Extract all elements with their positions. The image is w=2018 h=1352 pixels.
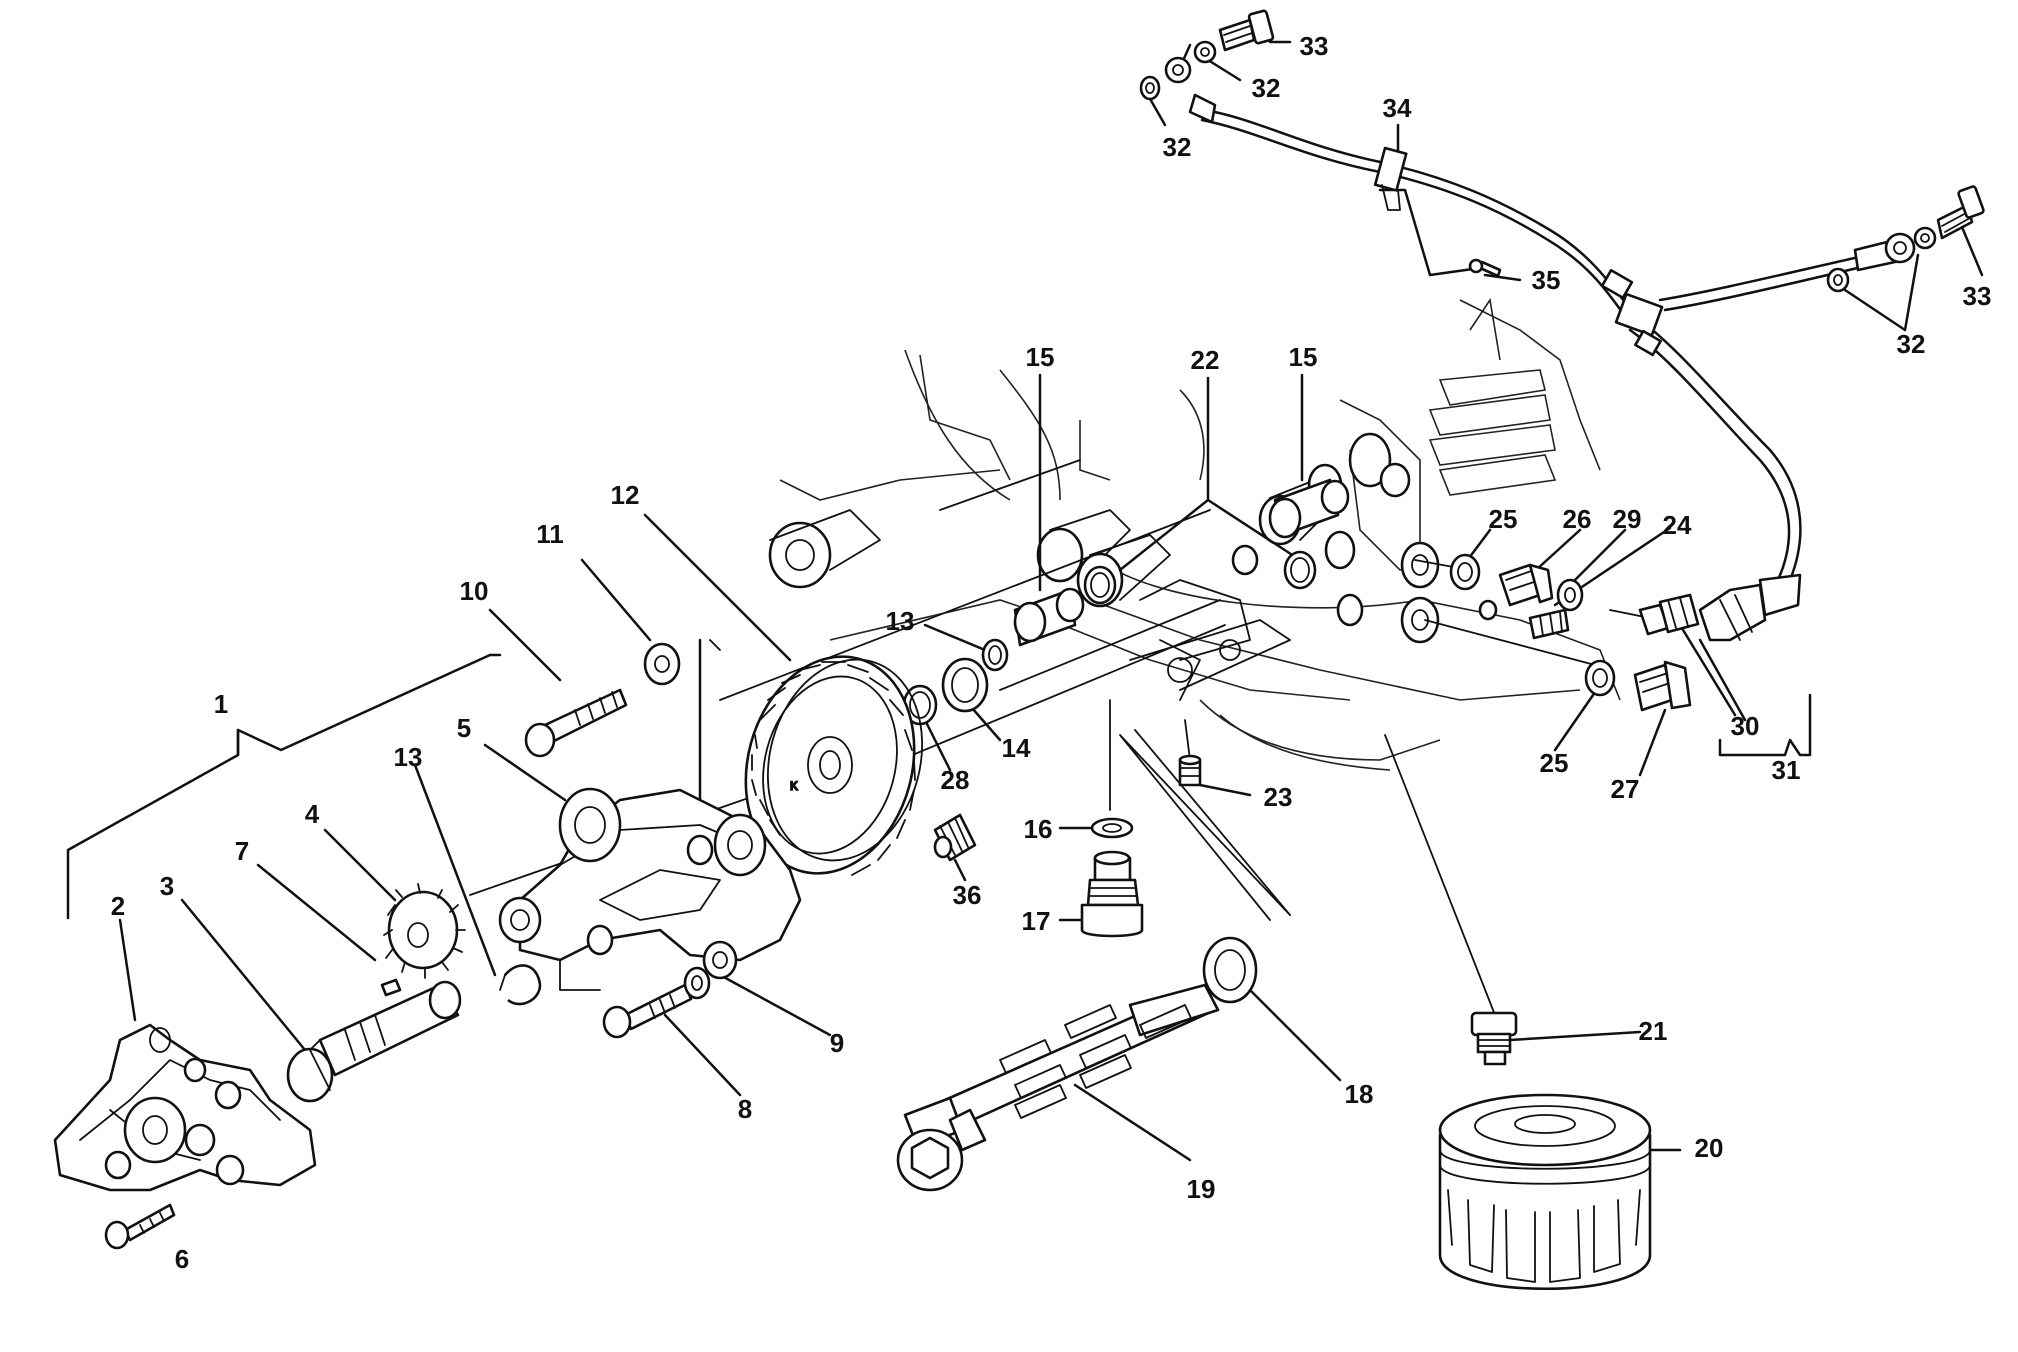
label-33-right: 33 xyxy=(1963,281,1992,311)
label-15-right: 15 xyxy=(1289,342,1318,372)
label-28: 28 xyxy=(941,765,970,795)
pump-screws xyxy=(524,642,711,1039)
seals-bushings xyxy=(902,478,1350,726)
leader-lines xyxy=(66,40,1984,1162)
label-18: 18 xyxy=(1345,1079,1374,1109)
label-23: 23 xyxy=(1264,782,1293,812)
label-35: 35 xyxy=(1532,265,1561,295)
label-16: 16 xyxy=(1024,814,1053,844)
label-13-left: 13 xyxy=(394,742,423,772)
label-13-right: 13 xyxy=(886,606,915,636)
label-25-bottom: 25 xyxy=(1540,748,1569,778)
label-1: 1 xyxy=(214,689,228,719)
label-17: 17 xyxy=(1022,906,1051,936)
label-7: 7 xyxy=(235,836,249,866)
label-12: 12 xyxy=(611,480,640,510)
label-33-left: 33 xyxy=(1300,31,1329,61)
svg-text:K: K xyxy=(790,779,798,793)
label-31: 31 xyxy=(1772,755,1801,785)
label-19: 19 xyxy=(1187,1174,1216,1204)
callout-labels: 1 2 3 4 5 6 7 8 9 10 11 12 13 13 14 15 1… xyxy=(111,31,1992,1274)
label-32-right: 32 xyxy=(1897,329,1926,359)
label-36: 36 xyxy=(953,880,982,910)
oil-filter xyxy=(1438,1011,1652,1291)
pressure-fittings xyxy=(1449,553,1700,712)
label-10: 10 xyxy=(460,576,489,606)
label-6: 6 xyxy=(175,1244,189,1274)
label-11: 11 xyxy=(536,519,564,549)
label-25-top: 25 xyxy=(1489,504,1518,534)
pump-gears-shaft xyxy=(286,883,542,1103)
label-30: 30 xyxy=(1731,711,1760,741)
label-2: 2 xyxy=(111,891,125,921)
label-9: 9 xyxy=(830,1028,844,1058)
label-20: 20 xyxy=(1695,1133,1724,1163)
pump-cover xyxy=(53,1023,317,1250)
label-22: 22 xyxy=(1191,345,1220,375)
oil-delivery-pipe xyxy=(1139,9,1985,642)
label-5: 5 xyxy=(457,713,471,743)
label-21: 21 xyxy=(1639,1016,1668,1046)
label-26: 26 xyxy=(1563,504,1592,534)
pump-body xyxy=(498,787,802,991)
label-32-top: 32 xyxy=(1252,73,1281,103)
label-32-left: 32 xyxy=(1163,132,1192,162)
label-8: 8 xyxy=(738,1094,752,1124)
label-3: 3 xyxy=(160,871,174,901)
label-27: 27 xyxy=(1611,774,1640,804)
label-15-left: 15 xyxy=(1026,342,1055,372)
oil-strainer xyxy=(896,936,1258,1192)
drain-plug-parts xyxy=(933,754,1202,938)
pump-drive-gear: K xyxy=(744,655,924,876)
label-14: 14 xyxy=(1002,733,1031,763)
label-24: 24 xyxy=(1663,510,1692,540)
label-4: 4 xyxy=(305,799,320,829)
label-29: 29 xyxy=(1613,504,1642,534)
label-34: 34 xyxy=(1383,93,1412,123)
